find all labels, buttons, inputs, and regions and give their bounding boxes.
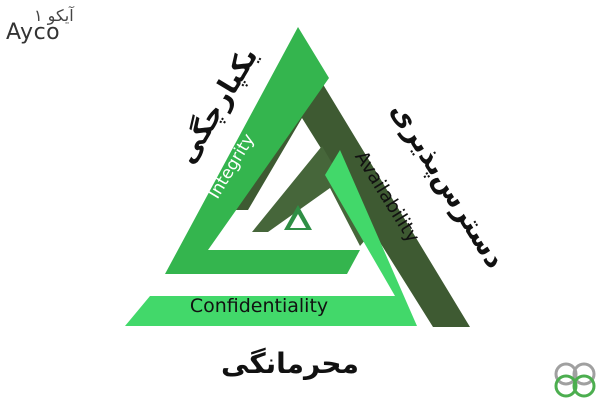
brand-logo: آیکو ۱ Ayco <box>6 6 104 46</box>
confidentiality-label-fa: محرمانگی <box>221 347 359 380</box>
availability-band <box>232 76 470 327</box>
confidentiality-band <box>125 150 417 326</box>
confidentiality-label-en: Confidentiality <box>190 295 328 317</box>
availability-inner-band <box>252 146 372 246</box>
integrity-band <box>165 27 360 274</box>
brand-name-en: Ayco <box>6 20 61 45</box>
center-triangle-hole <box>290 214 306 228</box>
brand-name-fa: آیکو ۱ <box>34 6 74 25</box>
infinity-loops-icon <box>554 362 596 398</box>
